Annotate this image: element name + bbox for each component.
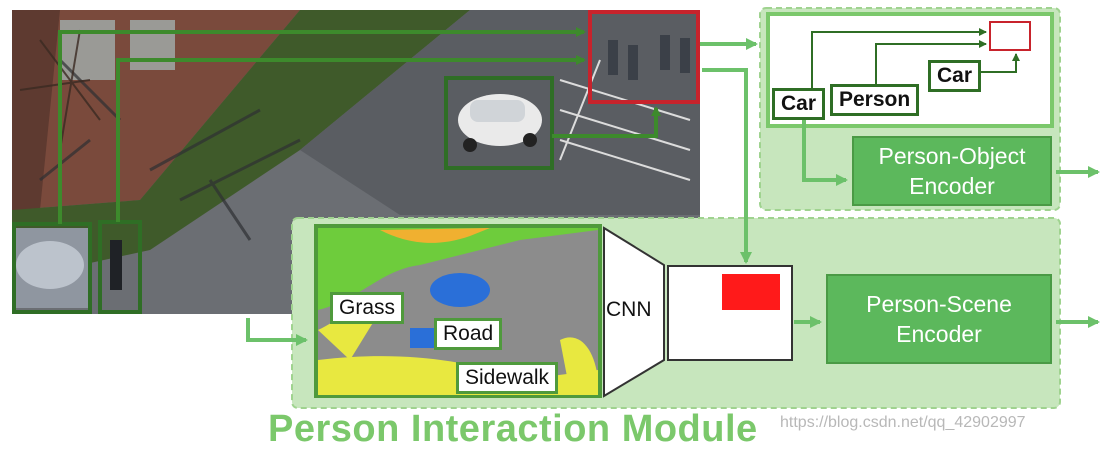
cnn-block [603, 226, 665, 398]
arrow-to-segmentation [246, 318, 308, 346]
arrow-person-to-person [116, 55, 586, 222]
arrow-car-center-to-person [552, 106, 661, 138]
target-person-box [989, 21, 1031, 51]
module-title: Person Interaction Module [268, 408, 758, 450]
label-sidewalk: Sidewalk [456, 362, 559, 394]
person-object-encoder: Person-Object Encoder [852, 136, 1052, 206]
person-region [722, 274, 780, 310]
arrow-to-object-encoder [802, 118, 848, 186]
person-detection-box [588, 10, 700, 104]
label-car-left: Car [772, 88, 826, 120]
person-scene-encoder-line1: Person-Scene [866, 291, 1012, 317]
car-detection-box-center [444, 76, 554, 170]
person-object-encoder-line1: Person-Object [878, 143, 1026, 169]
label-grass: Grass [330, 292, 405, 324]
label-car-right: Car [928, 60, 982, 92]
label-road: Road [434, 318, 503, 350]
person-object-encoder-line2: Encoder [909, 173, 995, 199]
arrow-car-right-to-target [978, 53, 1020, 73]
person-scene-encoder-line2: Encoder [896, 321, 982, 347]
car-detection-box-left [12, 222, 92, 314]
arrow-car-to-person [58, 27, 586, 224]
cnn-label: CNN [606, 298, 652, 321]
label-person: Person [830, 84, 920, 116]
watermark: https://blog.csdn.net/qq_42902997 [780, 414, 1026, 431]
arrow-car-left-to-target [811, 28, 987, 92]
arrow-person-to-target [875, 40, 987, 90]
person-scene-encoder: Person-Scene Encoder [826, 274, 1052, 364]
arrow-to-feature-map [702, 68, 752, 264]
